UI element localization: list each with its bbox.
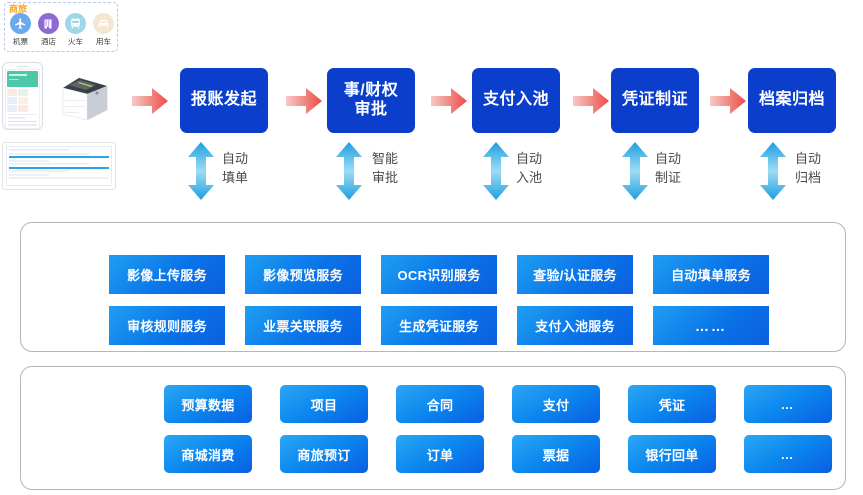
service-chip-payment-pool[interactable]: 支付入池服务 bbox=[517, 306, 633, 345]
train-icon bbox=[65, 13, 87, 34]
bidirectional-arrow-2 bbox=[336, 142, 362, 200]
flow-caption-2: 智能 审批 bbox=[372, 151, 399, 185]
travel-item-flight[interactable]: 机票 bbox=[8, 13, 33, 47]
flow-caption-1: 自动 填单 bbox=[222, 151, 249, 185]
flow-arrow-3 bbox=[431, 88, 467, 114]
data-chip-order[interactable]: 订单 bbox=[396, 435, 484, 473]
data-chip-mall-consumption[interactable]: 商城消费 bbox=[164, 435, 252, 473]
flow-step-label: 报账发起 bbox=[190, 91, 257, 109]
travel-item-car[interactable]: 用车 bbox=[91, 13, 116, 47]
flow-step-label: 档案归档 bbox=[758, 91, 825, 109]
data-chip-project[interactable]: 项目 bbox=[280, 385, 368, 423]
data-chip-contract[interactable]: 合同 bbox=[396, 385, 484, 423]
data-chip-voucher[interactable]: 凭证 bbox=[628, 385, 716, 423]
flow-arrow-4 bbox=[573, 88, 609, 114]
flow-step-5[interactable]: 档案归档 bbox=[748, 68, 836, 133]
flow-step-4[interactable]: 凭证制证 bbox=[611, 68, 699, 133]
bidirectional-arrow-4 bbox=[622, 142, 648, 200]
flow-arrow-1 bbox=[132, 88, 168, 114]
travel-services-card: 商旅 机票 酒店 火车 用车 bbox=[4, 2, 118, 52]
data-chip-bank-receipt[interactable]: 银行回单 bbox=[628, 435, 716, 473]
travel-item-label: 机票 bbox=[12, 37, 29, 46]
services-grid: 影像上传服务 影像预览服务 OCR识别服务 查验/认证服务 自动填单服务 审核规… bbox=[109, 255, 769, 345]
travel-item-label: 用车 bbox=[95, 37, 112, 46]
flow-caption-3: 自动 入池 bbox=[516, 151, 543, 185]
flow-step-label: 支付入池 bbox=[482, 91, 549, 109]
phone-speaker bbox=[16, 65, 29, 67]
bidirectional-arrow-5 bbox=[760, 142, 786, 200]
flow-caption-5: 自动 归档 bbox=[795, 151, 822, 185]
data-sources-grid: 预算数据 项目 合同 支付 凭证 … 商城消费 商旅预订 订单 票据 银行回单 … bbox=[164, 385, 863, 473]
service-chip-ocr[interactable]: OCR识别服务 bbox=[381, 255, 497, 294]
data-chip-bill[interactable]: 票据 bbox=[512, 435, 600, 473]
data-sources-panel: 预算数据 项目 合同 支付 凭证 … 商城消费 商旅预订 订单 票据 银行回单 … bbox=[20, 366, 846, 490]
data-chip-budget[interactable]: 预算数据 bbox=[164, 385, 252, 423]
phone-list bbox=[6, 113, 39, 128]
flow-arrow-5 bbox=[710, 88, 746, 114]
flow-step-2[interactable]: 事/财权审批 bbox=[327, 68, 415, 133]
service-chip-more[interactable]: …… bbox=[653, 306, 769, 345]
bidirectional-arrow-3 bbox=[483, 142, 509, 200]
travel-item-train[interactable]: 火车 bbox=[63, 13, 88, 47]
flow-step-label: 凭证制证 bbox=[621, 91, 688, 109]
flow-step-3[interactable]: 支付入池 bbox=[472, 68, 560, 133]
flow-step-1[interactable]: 报账发起 bbox=[180, 68, 268, 133]
car-icon bbox=[92, 13, 114, 34]
flow-arrow-2 bbox=[286, 88, 322, 114]
services-panel: 影像上传服务 影像预览服务 OCR识别服务 查验/认证服务 自动填单服务 审核规… bbox=[20, 222, 846, 352]
travel-item-hotel[interactable]: 酒店 bbox=[36, 13, 61, 47]
phone-app-grid bbox=[6, 88, 39, 113]
building-icon bbox=[37, 13, 59, 34]
document-scanner-mockup bbox=[53, 70, 113, 126]
desktop-monitor-mockup bbox=[2, 142, 116, 190]
service-chip-verification[interactable]: 查验/认证服务 bbox=[517, 255, 633, 294]
data-chip-payment[interactable]: 支付 bbox=[512, 385, 600, 423]
service-chip-invoice-link[interactable]: 业票关联服务 bbox=[245, 306, 361, 345]
flow-step-label: 事/财权审批 bbox=[343, 81, 399, 118]
bidirectional-arrow-1 bbox=[188, 142, 214, 200]
travel-icon-row: 机票 酒店 火车 用车 bbox=[8, 13, 116, 47]
mobile-phone-mockup bbox=[2, 62, 43, 130]
service-chip-audit-rules[interactable]: 审核规则服务 bbox=[109, 306, 225, 345]
data-chip-travel-booking[interactable]: 商旅预订 bbox=[280, 435, 368, 473]
service-chip-voucher-generation[interactable]: 生成凭证服务 bbox=[381, 306, 497, 345]
monitor-screen bbox=[6, 146, 112, 186]
airplane-icon bbox=[10, 13, 31, 34]
data-chip-more-2[interactable]: … bbox=[744, 435, 832, 473]
travel-card-title: 商旅 bbox=[9, 4, 28, 14]
service-chip-image-upload[interactable]: 影像上传服务 bbox=[109, 255, 225, 294]
flow-caption-4: 自动 制证 bbox=[655, 151, 682, 185]
travel-item-label: 火车 bbox=[68, 37, 84, 46]
travel-item-label: 酒店 bbox=[40, 37, 56, 46]
service-chip-image-preview[interactable]: 影像预览服务 bbox=[245, 255, 361, 294]
phone-banner bbox=[7, 70, 38, 87]
phone-screen bbox=[5, 68, 40, 129]
data-chip-more-1[interactable]: … bbox=[744, 385, 832, 423]
service-chip-autofill[interactable]: 自动填单服务 bbox=[653, 255, 769, 294]
